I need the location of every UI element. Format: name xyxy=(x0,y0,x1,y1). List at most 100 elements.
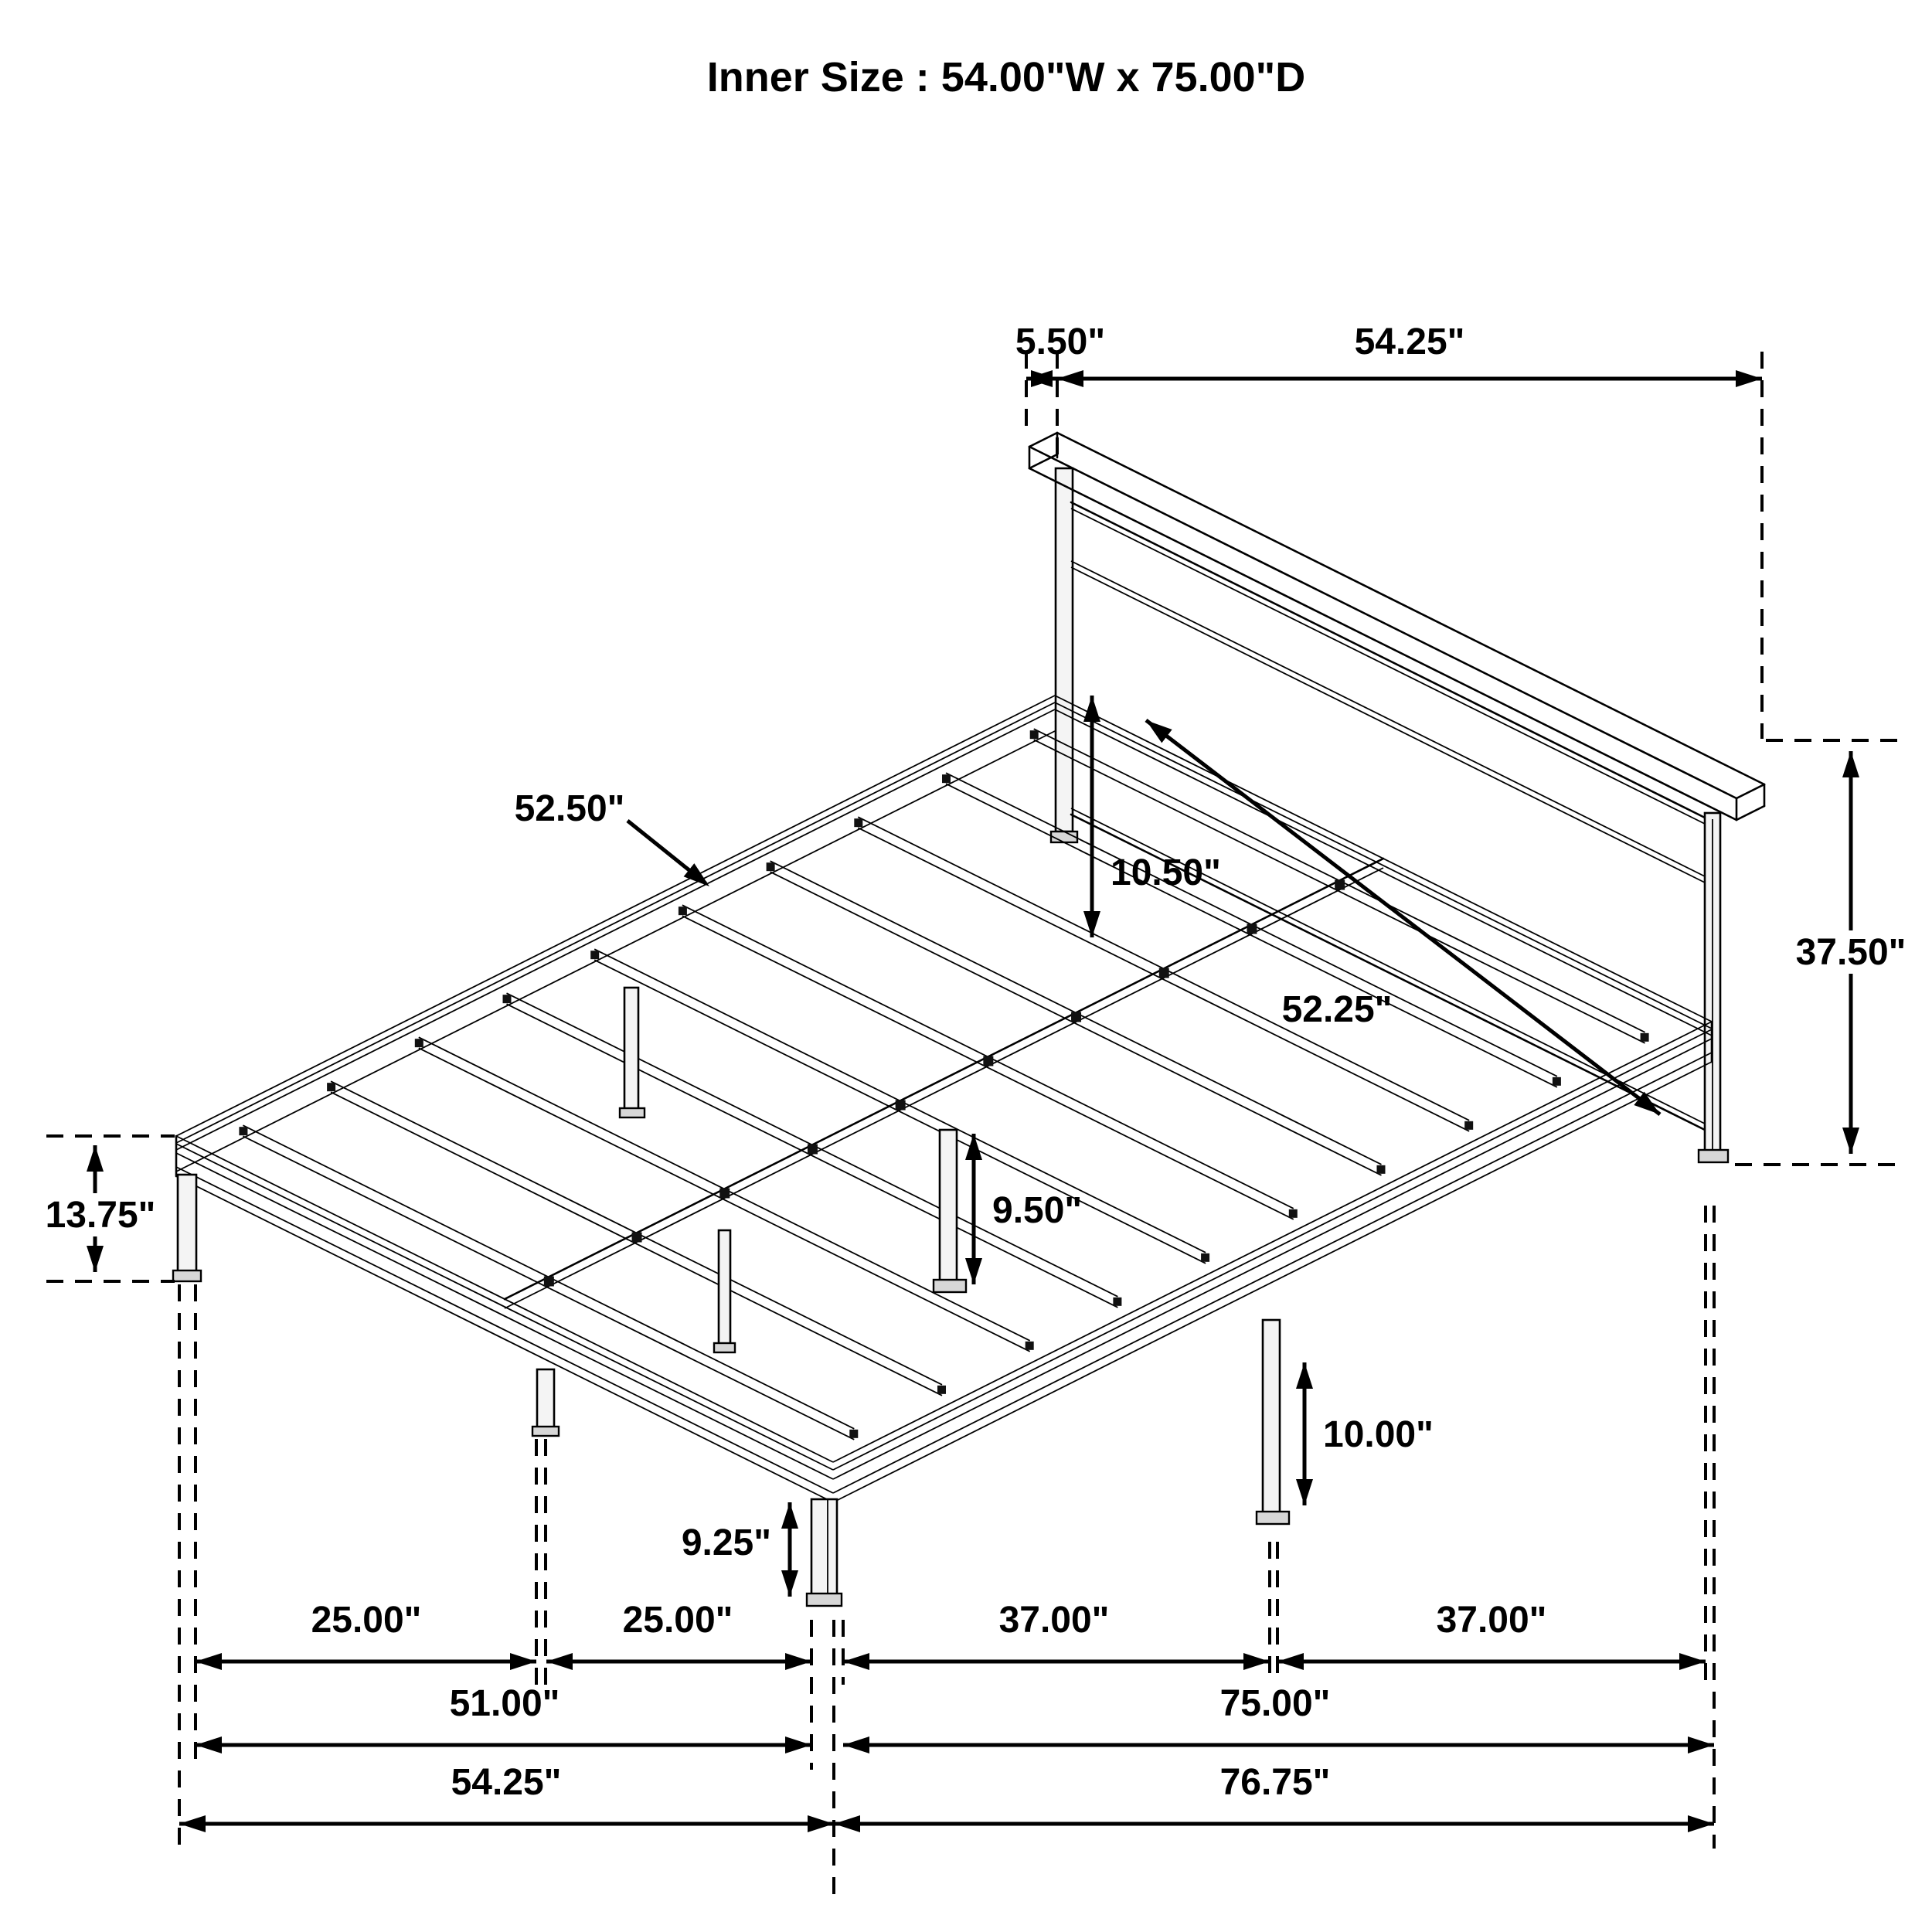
center-rail-bracket xyxy=(983,1056,994,1066)
headboard-cap-bottom-edge xyxy=(1028,467,1738,821)
slat xyxy=(594,959,1206,1264)
arrowhead xyxy=(1296,1362,1313,1389)
dimension-label: 25.00" xyxy=(311,1600,422,1641)
slat xyxy=(770,871,1382,1176)
arrowhead xyxy=(1679,1653,1706,1670)
center-rail-bracket xyxy=(807,1144,818,1155)
foot-rail-line xyxy=(175,1175,834,1503)
slat xyxy=(857,827,1470,1132)
dimension-label: 52.25" xyxy=(1282,989,1393,1030)
slat-bracket xyxy=(590,951,600,960)
dimension-label: 37.00" xyxy=(999,1600,1110,1641)
headboard-right-post-foot xyxy=(1697,1148,1730,1164)
arrowhead xyxy=(87,1145,104,1172)
frame-line xyxy=(1070,566,1707,884)
dimension-label: 9.50" xyxy=(992,1190,1082,1231)
corner-leg-front xyxy=(810,1498,838,1597)
corner-leg-left xyxy=(176,1173,198,1274)
slat-bracket xyxy=(1288,1209,1298,1218)
left-rail-bottom xyxy=(175,730,1056,1172)
arrowhead xyxy=(785,1653,811,1670)
arrowhead xyxy=(1031,370,1057,387)
slat-bracket xyxy=(1640,1032,1649,1042)
dimension-front-leg: 9.25" xyxy=(682,1502,798,1597)
diagram-title: Inner Size : 54.00"W x 75.00"D xyxy=(707,54,1306,100)
dimension-label: 51.00" xyxy=(450,1683,560,1724)
dimension-slat-rail: 52.50" xyxy=(515,788,709,886)
right-rail-line xyxy=(832,1021,1713,1463)
dimension-label: 37.00" xyxy=(1437,1600,1547,1641)
legs xyxy=(172,986,1291,1607)
right-mid-leg-foot xyxy=(1255,1510,1291,1526)
foot-rail-line xyxy=(175,1166,834,1494)
arrowhead xyxy=(1083,696,1100,722)
center-rail-bracket xyxy=(1247,923,1257,934)
dimension-depth-outer: 76.75" xyxy=(834,1762,1714,1832)
frame-line xyxy=(1070,508,1707,825)
slat-bracket xyxy=(1376,1165,1386,1174)
left-mid-leg-foot xyxy=(618,1107,646,1119)
left-mid-leg xyxy=(623,986,640,1111)
arrowhead xyxy=(781,1502,798,1529)
bed-frame-wireframe xyxy=(172,431,1766,1607)
frame-line xyxy=(1070,808,1707,1125)
center-leg-foot xyxy=(932,1278,968,1294)
dimension-mid-leg: 10.00" xyxy=(1296,1362,1434,1505)
arrowhead xyxy=(843,1653,869,1670)
dimension-foot-a: 25.00" xyxy=(196,1600,536,1670)
dimension-center-leg: 9.50" xyxy=(965,1134,1082,1284)
arrowhead xyxy=(683,863,709,886)
label-underlay xyxy=(32,1193,169,1236)
slat xyxy=(243,1135,855,1440)
dimension-label: 76.75" xyxy=(1220,1762,1331,1803)
frame-line xyxy=(1028,453,1059,470)
headboard-cap-front-edge xyxy=(1028,445,1738,800)
right-rail-line xyxy=(832,1052,1713,1494)
slat-bracket xyxy=(678,906,687,916)
slat xyxy=(1033,739,1645,1044)
dimension-foot-inner: 51.00" xyxy=(196,1683,811,1753)
center-foot-leg-foot xyxy=(713,1342,736,1354)
arrowhead xyxy=(843,1736,869,1753)
foot-mid-leg xyxy=(536,1368,556,1430)
dimension-label: 10.00" xyxy=(1323,1414,1434,1455)
arrowhead xyxy=(785,1736,811,1753)
dimension-depth-inner: 75.00" xyxy=(843,1683,1714,1753)
slat-bracket xyxy=(239,1127,248,1136)
slat-bracket xyxy=(1113,1297,1122,1306)
dimension-headboard-diag: 52.25" xyxy=(1145,719,1662,1116)
slat xyxy=(418,1047,1031,1352)
dimension-label: 54.25" xyxy=(451,1762,562,1803)
frame-line xyxy=(1028,431,1059,448)
headboard-panel-top-edge xyxy=(1070,501,1708,820)
center-rail-bracket xyxy=(1158,968,1169,978)
arrowhead xyxy=(1688,1736,1714,1753)
corner-leg-front-foot xyxy=(805,1592,843,1607)
slat-bracket xyxy=(1029,730,1039,740)
arrowhead xyxy=(1736,370,1762,387)
frame-line xyxy=(1735,783,1766,800)
center-rail-bracket xyxy=(895,1100,906,1111)
dimension-foot-outer: 54.25" xyxy=(179,1762,834,1832)
slat-bracket xyxy=(854,818,863,828)
arrowhead xyxy=(510,1653,536,1670)
head-rail-line xyxy=(1054,709,1713,1036)
arrowhead xyxy=(1057,370,1083,387)
dimension-label: 37.50" xyxy=(1796,932,1906,973)
slat-bracket xyxy=(1025,1341,1034,1350)
center-rail-bottom xyxy=(504,867,1384,1309)
dimension-side-rail-height: 13.75" xyxy=(32,1145,169,1272)
foot-rail-line xyxy=(175,1152,834,1480)
slat xyxy=(506,1003,1118,1308)
center-rail-bracket xyxy=(719,1188,730,1199)
center-rail-bracket xyxy=(631,1232,642,1243)
arrowhead xyxy=(965,1258,982,1284)
dimension-label: 54.25" xyxy=(1355,321,1465,362)
arrowhead xyxy=(1296,1479,1313,1505)
slat xyxy=(330,1091,943,1396)
arrowhead xyxy=(1083,911,1100,937)
right-rail-line xyxy=(832,1061,1713,1503)
slat-bracket xyxy=(327,1083,336,1092)
